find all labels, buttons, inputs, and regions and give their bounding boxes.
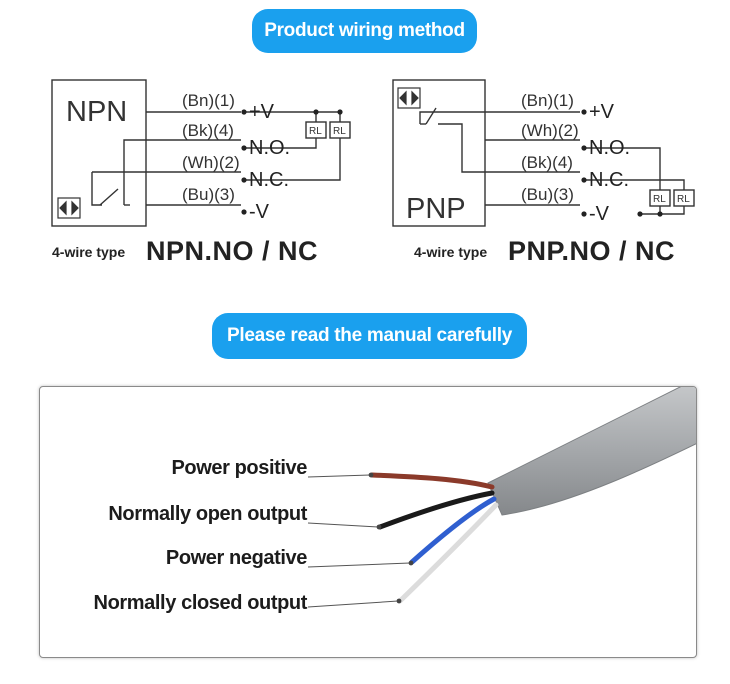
notice-banner: Please read the manual carefully: [212, 313, 527, 359]
pnp-wire-code-2: (Wh)(2): [521, 121, 579, 140]
wire-black: [377, 490, 495, 530]
section-title-wiring: Product wiring method: [252, 9, 477, 53]
pnp-relay-2: RL: [677, 194, 690, 205]
npn-sensor-icon: [57, 197, 81, 219]
pnp-sensor-icon: [397, 87, 421, 109]
npn-relay-1: RL: [309, 126, 322, 137]
pnp-relay-1: RL: [653, 194, 666, 205]
pnp-wire-code-4: (Bu)(3): [521, 185, 574, 204]
pnp-terminal-4: -V: [589, 203, 610, 225]
wire-blue: [409, 496, 497, 565]
npn-wire-code-1: (Bn)(1): [182, 91, 235, 110]
pnp-terminal-2: N.O.: [589, 137, 630, 159]
label-normally-open-output: Normally open output: [108, 503, 307, 525]
pnp-caption-small: 4-wire type: [414, 244, 488, 260]
wire-brown: [369, 472, 495, 490]
pnp-wire-code-3: (Bk)(4): [521, 153, 573, 172]
label-normally-closed-output: Normally closed output: [93, 592, 308, 614]
cable-photo-panel: Power positive Normally open output Powe…: [39, 386, 697, 658]
pnp-terminal-3: N.C.: [589, 169, 629, 191]
npn-box-label: NPN: [66, 96, 127, 128]
npn-wire-code-3: (Wh)(2): [182, 153, 240, 172]
npn-terminal-4: -V: [249, 201, 270, 223]
npn-caption-small: 4-wire type: [52, 244, 126, 260]
npn-terminal-3: N.C.: [249, 169, 289, 191]
pnp-diagram: [392, 79, 695, 227]
npn-relay-2: RL: [333, 126, 346, 137]
wiring-diagrams: NPN (Bn)(1) (Bk)(4) (Wh)(2) (Bu)(3) +V N…: [51, 79, 695, 227]
cable-illustration: [307, 387, 696, 608]
pnp-box-label: PNP: [406, 193, 466, 225]
npn-wire-code-4: (Bu)(3): [182, 185, 235, 204]
npn-sensor-box: [51, 79, 147, 227]
npn-terminal-2: N.O.: [249, 137, 290, 159]
npn-wire-code-2: (Bk)(4): [182, 121, 234, 140]
npn-terminal-1: +V: [249, 101, 275, 123]
cable-sheath: [487, 387, 696, 516]
pnp-terminal-1: +V: [589, 101, 615, 123]
pnp-sensor-box: [392, 79, 486, 227]
wire-white: [397, 502, 499, 604]
label-power-positive: Power positive: [171, 457, 307, 479]
npn-caption-big: NPN.NO / NC: [146, 236, 319, 266]
npn-diagram: [51, 79, 351, 227]
label-power-negative: Power negative: [165, 547, 308, 569]
pnp-wire-code-1: (Bn)(1): [521, 91, 574, 110]
pnp-caption-big: PNP.NO / NC: [508, 236, 676, 266]
